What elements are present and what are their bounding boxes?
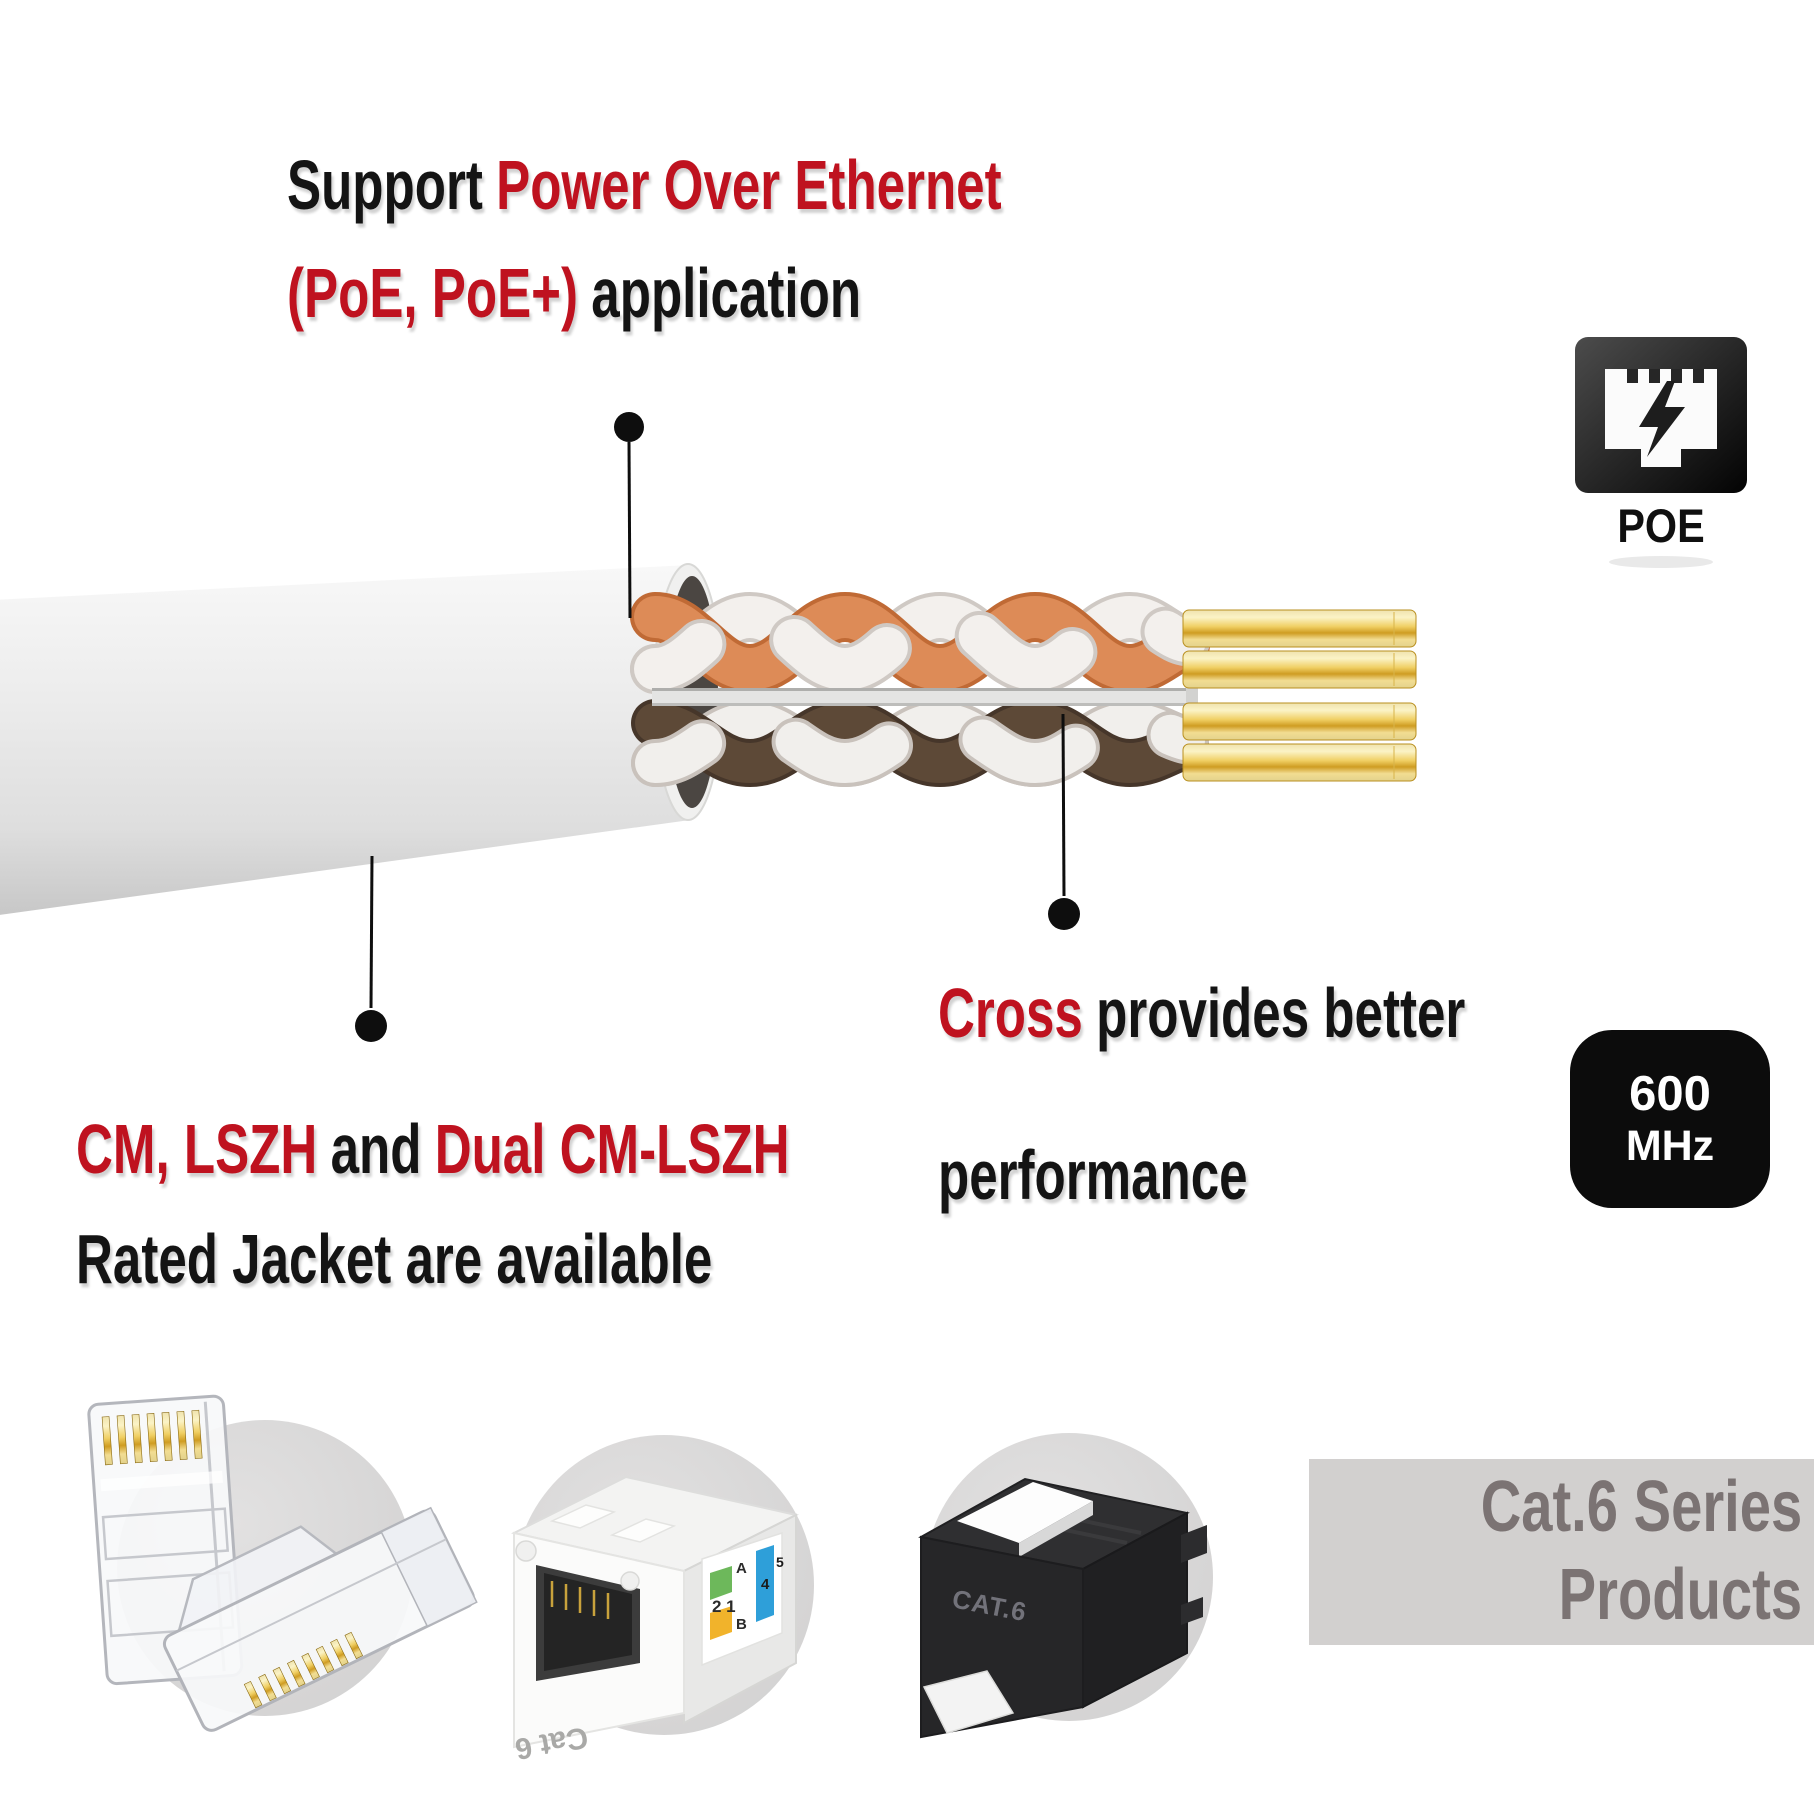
cross-highlight: Cross (938, 974, 1083, 1052)
keystone-shutter (957, 1482, 1093, 1543)
headline-poe-red: Power Over Ethernet (496, 146, 1002, 224)
lightning-bolt-icon (1639, 381, 1685, 457)
series-box: Cat.6 Series Products (1309, 1459, 1814, 1645)
twisted-pair-orange (630, 591, 1210, 695)
black-keystone-illustration: CAT.6 (918, 1477, 1207, 1739)
headline-application: application (591, 254, 862, 332)
bandwidth-badge: 600 MHz (1570, 1030, 1770, 1208)
keystone-white-base (922, 1670, 1015, 1734)
poe-icon (1575, 337, 1747, 493)
series-line1: Cat.6 Series (1480, 1467, 1802, 1547)
white-keystone-illustration: 2 1 A B 4 5 Cat 6 (511, 1475, 799, 1765)
bandwidth-value: 600 (1629, 1067, 1711, 1122)
callout-cross (1048, 713, 1080, 930)
callout-jacket (355, 855, 387, 1042)
headline-line2: (PoE, PoE+)application (287, 258, 861, 328)
jacket-and: and (330, 1110, 422, 1188)
jacket-red1: CM, LSZH (76, 1110, 318, 1188)
label-4: 4 (761, 1576, 770, 1593)
cross-note-line2: performance (938, 1136, 1248, 1214)
poe-label-shadow (1609, 556, 1713, 568)
label-a: A (736, 1560, 747, 1577)
label-5: 5 (776, 1554, 784, 1570)
jacket-red2: Dual CM-LSZH (434, 1110, 790, 1188)
headline-paren-red: (PoE, PoE+) (287, 254, 579, 332)
jacket-note-line2: Rated Jacket are available (76, 1220, 713, 1298)
label-pins-21: 2 1 (712, 1597, 736, 1616)
label-b: B (736, 1616, 747, 1633)
gold-pins (1182, 609, 1417, 782)
rj45-plugs-illustration (87, 1394, 478, 1732)
twisted-pair-brown (631, 698, 1209, 788)
bandwidth-unit: MHz (1625, 1122, 1715, 1171)
callout-poe (614, 412, 644, 619)
series-line2: Products (1558, 1555, 1802, 1635)
cross-rest: provides better (1096, 974, 1466, 1052)
headline-support: Support (287, 146, 483, 224)
cable-jacket (0, 563, 723, 915)
poe-badge-label: POE (1617, 499, 1705, 552)
